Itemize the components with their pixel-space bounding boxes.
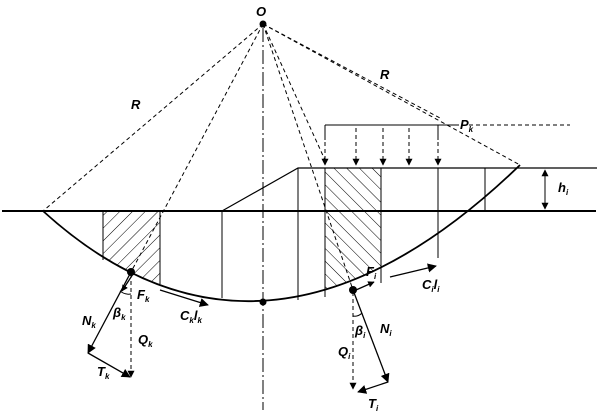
center-label: O	[256, 4, 266, 19]
distributed-load	[321, 124, 570, 166]
normal-i-label: Ni	[380, 321, 392, 338]
slice-boundaries	[102, 168, 486, 300]
load-label: Pk	[460, 117, 474, 134]
forces-i	[349, 263, 437, 394]
weight-i-label: Qi	[338, 344, 351, 361]
slope-surface	[221, 167, 597, 212]
friction-k-label: Fk	[137, 287, 150, 304]
cohesion-k-label: Cklk	[180, 308, 202, 325]
radius-right-label: R	[380, 67, 390, 82]
tangent-i-label: Ti	[368, 396, 379, 413]
slip-surface-arc	[42, 164, 521, 303]
center-point	[259, 20, 267, 28]
height-dimension	[525, 167, 555, 210]
radius-left-label: R	[131, 97, 141, 112]
radius-lines	[42, 23, 521, 291]
cohesion-i-label: Cili	[422, 277, 440, 294]
friction-i-label: Fi	[366, 264, 377, 281]
normal-k-label: Nk	[82, 313, 96, 330]
beta-i-label: βi	[354, 323, 366, 340]
point-bottom	[259, 298, 267, 306]
tangent-k-label: Tk	[97, 364, 110, 381]
weight-k-label: Qk	[138, 332, 153, 349]
forces-k	[87, 271, 209, 378]
beta-k-label: βk	[112, 305, 126, 322]
hatched-slice-i	[325, 168, 381, 302]
height-label: hi	[558, 180, 569, 197]
